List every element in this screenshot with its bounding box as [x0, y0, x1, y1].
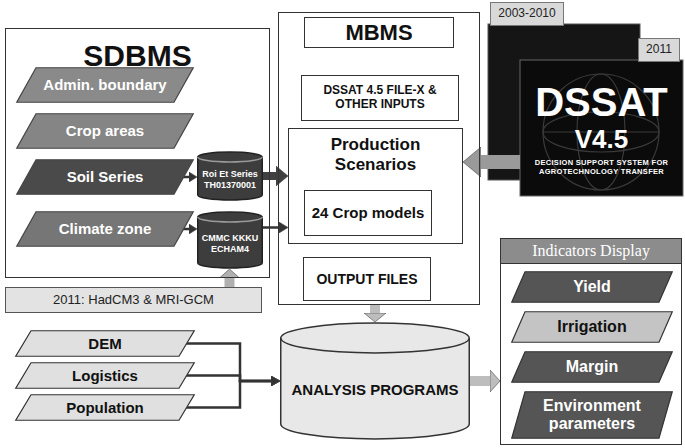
flow-arrow [186, 381, 271, 408]
layer-band: Admin. boundary [16, 67, 194, 103]
node-label: 2011 [644, 43, 674, 57]
version-tag: 2003-2010 [490, 2, 564, 26]
cylinder-rim [198, 217, 263, 222]
indicator-band: Yield [511, 271, 673, 303]
node-label: Crop areas [40, 122, 170, 139]
group-heading: Production Scenarios [291, 135, 460, 174]
node-label: Climate zone [40, 220, 170, 237]
node-label: OUTPUT FILES [309, 271, 425, 287]
band-outline [17, 114, 194, 149]
input-layer: Population [15, 394, 195, 421]
input-layer: DEM [15, 330, 195, 357]
cylinder-body [198, 212, 263, 268]
cover-subtitle: DECISION SUPPORT SYSTEM FOR AGROTECHNOLO… [525, 159, 678, 176]
node-label: CMMC KKKU ECHAM4 [201, 233, 259, 254]
indicator-band: Margin [511, 351, 673, 383]
cylinder-rim [198, 157, 263, 162]
band-outline [512, 392, 673, 439]
band-outline [512, 352, 673, 383]
software-cover: DSSATV4.5DECISION SUPPORT SYSTEM FOR AGR… [520, 60, 683, 196]
group-heading: SDBMS [6, 39, 269, 74]
layer-band: Climate zone [16, 211, 194, 247]
node-label: ANALYSIS PROGRAMS [284, 381, 466, 398]
node-label: Logistics [35, 367, 175, 384]
node-label: Environment parameters [529, 397, 655, 434]
flow-arrow [186, 344, 271, 382]
indicator-band: Environment parameters [511, 391, 673, 439]
front-cover [520, 60, 683, 196]
node-label: 24 Crop models [310, 204, 426, 221]
input-layer: Logistics [15, 362, 195, 389]
cylinder-body [281, 323, 470, 439]
layer-band: Crop areas [16, 113, 194, 149]
node-label: Yield [529, 278, 655, 296]
system-box: MBMS DSSAT 4.5 FILE-X & OTHER INPUTS Produ… [278, 12, 480, 305]
band-outline [16, 395, 195, 421]
flow-arrow [263, 226, 279, 229]
band-outline [17, 212, 194, 247]
node-label: 2011: HadCM3 & MRI-GCM [11, 293, 256, 308]
band-outline [512, 312, 673, 343]
band-outline [17, 68, 194, 103]
version-tag: 2011 [638, 38, 680, 62]
node-label: Soil Series [40, 168, 170, 185]
scenario-box: Production Scenarios 24 Crop models [288, 128, 463, 244]
database-cylinder: Roi Et Series TH01370001 [197, 151, 263, 201]
indicator-band: Irrigation [511, 311, 673, 343]
flow-arrow [481, 155, 520, 169]
process-box: 24 Crop models [304, 190, 432, 236]
layer-band: Soil Series [16, 159, 194, 195]
cylinder-body [198, 152, 263, 200]
node-label: Population [35, 399, 175, 416]
system-box: SDBMS Admin. boundaryCrop areasSoil Serie… [5, 28, 270, 278]
display-panel: Indicators DisplayYieldIrrigationMarginE… [500, 238, 682, 445]
flow-arrow [225, 278, 235, 287]
node-label: DEM [35, 335, 175, 352]
band-outline [512, 272, 673, 303]
database-cylinder: CMMC KKKU ECHAM4 [197, 211, 263, 269]
process-box: DSSAT 4.5 FILE-X & OTHER INPUTS [301, 75, 459, 121]
band-outline [16, 331, 195, 357]
node-label: 2003-2010 [496, 7, 558, 21]
database-cylinder: ANALYSIS PROGRAMS [280, 322, 470, 440]
group-heading: Indicators Display [501, 239, 681, 264]
group-heading: MBMS [304, 17, 454, 48]
node-label: Margin [529, 358, 655, 376]
process-box: OUTPUT FILES [303, 257, 431, 301]
cover-title: DSSAT [525, 79, 678, 125]
flow-arrow [470, 376, 490, 386]
cover-title: V4.5 [525, 125, 678, 155]
node-label: Admin. boundary [40, 76, 170, 93]
note-box: 2011: HadCM3 & MRI-GCM [5, 287, 262, 313]
cylinder-rim [281, 338, 470, 353]
band-outline [16, 363, 195, 389]
flow-arrow [370, 305, 380, 313]
node-label: Roi Et Series TH01370001 [201, 169, 259, 190]
node-label: DSSAT 4.5 FILE-X & OTHER INPUTS [307, 84, 453, 112]
node-label: Irrigation [529, 318, 655, 336]
band-outline [17, 160, 194, 195]
